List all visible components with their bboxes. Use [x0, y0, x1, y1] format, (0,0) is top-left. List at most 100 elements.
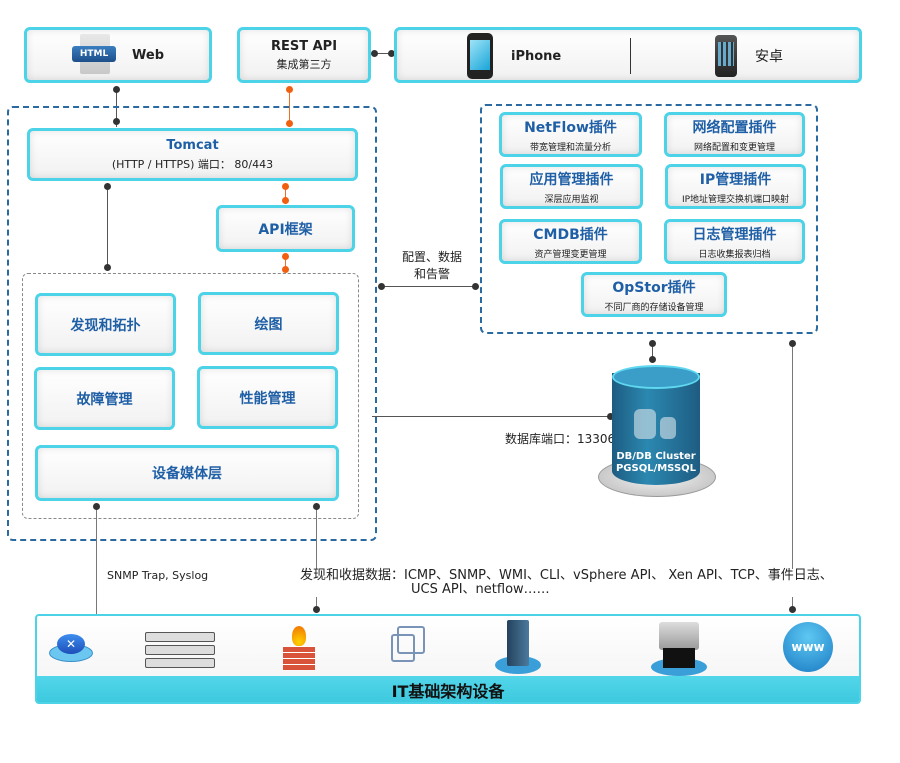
label-line: 配置、数据 [401, 250, 462, 264]
connector-end [649, 340, 656, 347]
web-client-box: HTML Web [24, 27, 212, 83]
device-media-layer-box: 设备媒体层 [35, 445, 339, 501]
modules-container [22, 273, 359, 519]
tomcat-box: Tomcat (HTTP / HTTPS) 端口： 80/443 [27, 128, 358, 181]
plugin-netflow: NetFlow插件 带宽管理和流量分析 [499, 112, 642, 157]
plugin-subtitle: 不同厂商的存储设备管理 [604, 302, 704, 313]
plugin-title: IP管理插件 [699, 171, 772, 188]
plugin-cmdb: CMDB插件 资产管理变更管理 [499, 219, 642, 264]
plugin-subtitle: 资产管理变更管理 [534, 249, 607, 260]
connector-end [388, 50, 395, 57]
config-data-alarm-label: 配置、数据 和告警 [388, 248, 476, 282]
plugin-network-config: 网络配置插件 网络配置和变更管理 [664, 112, 805, 157]
label-line: 和告警 [413, 267, 450, 281]
connector-end [282, 266, 289, 273]
module-discovery-topology: 发现和拓扑 [35, 293, 176, 356]
rest-tomcat-connector [289, 89, 290, 127]
plugin-application-management: 应用管理插件 深层应用监视 [500, 164, 643, 209]
module-label: 故障管理 [76, 391, 133, 408]
storage-icon [651, 620, 707, 676]
connector-end [104, 183, 111, 190]
plugins-infra-connector [792, 342, 793, 612]
db-line2: PGSQL/MSSQL [615, 463, 697, 474]
connector-end [93, 503, 100, 510]
rest-api-subtitle: 集成第三方 [276, 57, 332, 71]
infrastructure-label-bar: IT基础架构设备 [37, 676, 859, 702]
server-icon [495, 620, 541, 674]
db-line1: DB/DB Cluster [616, 451, 696, 462]
android-label: 安卓 [755, 49, 783, 65]
discovery-protocols-label: 发现和收据数据：ICMP、SNMP、WMI、CLI、vSphere API、 X… [300, 569, 833, 597]
module-drawing: 绘图 [198, 292, 339, 355]
plugin-subtitle: 深层应用监视 [544, 194, 599, 205]
infrastructure-label: IT基础架构设备 [391, 682, 505, 701]
connector-end [113, 86, 120, 93]
iphone-label: iPhone [511, 48, 562, 64]
web-label: Web [132, 47, 164, 63]
connector-end [649, 356, 656, 363]
server-plugins-connector [380, 286, 478, 287]
tomcat-subtitle: (HTTP / HTTPS) 端口： 80/443 [111, 157, 274, 171]
api-framework-box: API框架 [216, 205, 355, 252]
virtualization-icon [389, 626, 429, 666]
connector-end [282, 197, 289, 204]
android-phone-icon [715, 35, 737, 77]
plugin-title: 日志管理插件 [692, 226, 777, 243]
web-tomcat-connector [116, 89, 117, 127]
connector-end [789, 340, 796, 347]
label-line: UCS API、netflow…… [411, 582, 550, 597]
router-icon: ✕ [49, 628, 93, 664]
device-layer-label: 设备媒体层 [152, 466, 222, 482]
database-icon: DB/DB Cluster PGSQL/MSSQL [598, 365, 716, 500]
mobile-divider [630, 38, 631, 74]
plugin-title: 网络配置插件 [692, 119, 777, 136]
db-port-label: 数据库端口：13306 [505, 432, 616, 446]
connector-end [313, 503, 320, 510]
tomcat-title: Tomcat [166, 137, 219, 153]
connector-end [113, 118, 120, 125]
plugins-db-connector [652, 342, 653, 362]
api-framework-label: API框架 [258, 221, 313, 238]
plugins-container [480, 104, 818, 334]
plugin-title: OpStor插件 [612, 279, 696, 296]
plugin-subtitle: IP地址管理交换机端口映射 [681, 194, 790, 205]
server-db-connector [372, 416, 612, 417]
connector-end [286, 120, 293, 127]
connector-end [472, 283, 479, 290]
connector-end [286, 86, 293, 93]
tomcat-api-connector [285, 184, 286, 204]
snmp-label: SNMP Trap, Syslog [107, 569, 209, 582]
switch-stack-icon [145, 626, 217, 670]
module-label: 发现和拓扑 [70, 317, 141, 334]
connector-end [789, 606, 796, 613]
plugin-subtitle: 带宽管理和流量分析 [529, 142, 611, 153]
plugin-subtitle: 网络配置和变更管理 [693, 142, 775, 153]
firewall-icon [283, 626, 315, 672]
plugin-log-management: 日志管理插件 日志收集报表归档 [664, 219, 805, 264]
server-container [7, 106, 377, 541]
plugin-opstor: OpStor插件 不同厂商的存储设备管理 [581, 272, 727, 317]
plugin-title: NetFlow插件 [524, 119, 617, 136]
connector-end [313, 606, 320, 613]
rest-api-title: REST API [270, 38, 338, 54]
plugin-subtitle: 日志收集报表归档 [698, 249, 771, 260]
connector-end [607, 413, 614, 420]
discovery-connector [316, 505, 317, 613]
connector-end [378, 283, 385, 290]
infrastructure-panel: ✕ www IT基础架构设备 [35, 614, 861, 704]
tomcat-modules-connector [107, 184, 108, 270]
html-file-icon: HTML [72, 32, 118, 78]
module-performance-management: 性能管理 [197, 366, 338, 429]
snmp-connector [96, 505, 97, 615]
plugin-ip-management: IP管理插件 IP地址管理交换机端口映射 [665, 164, 806, 209]
iphone-icon [467, 33, 493, 79]
module-label: 绘图 [254, 316, 283, 333]
connector-end [104, 264, 111, 271]
connector-end [282, 253, 289, 260]
mobile-clients-box: iPhone 安卓 [394, 27, 862, 83]
rest-mobile-connector [374, 53, 392, 54]
connector-end [282, 183, 289, 190]
android-client: 安卓 [715, 32, 783, 80]
plugin-title: CMDB插件 [533, 226, 608, 243]
plugin-title: 应用管理插件 [529, 171, 614, 188]
